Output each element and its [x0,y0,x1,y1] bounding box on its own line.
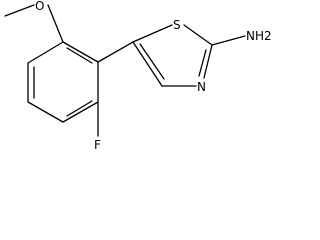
bond-o-ring [47,4,64,43]
bond-thiazole-c4-c5 [132,41,163,87]
bond-benzene-inner-2 [66,100,93,117]
bond-benzene-3 [27,101,64,123]
bond-benzene-thiazole [97,41,134,63]
bond-thiazole-s-c2 [183,24,213,46]
atom-amine: NH2 [246,29,272,43]
bond-benzene-inner-3 [66,47,93,64]
bond-thiazole-c2-n3-inner [198,49,207,77]
bond-benzene-1 [27,41,64,64]
bond-thiazole-c4-c5-inner [139,43,165,80]
atom-oxygen: O [35,0,44,13]
structure-canvas: O S NH2 N F [4,0,272,152]
bond-benzene-4 [62,101,99,123]
bond-benzene-6 [62,41,99,63]
atom-sulfur: S [173,18,181,32]
atom-nitrogen: N [197,80,206,94]
bond-c2-amine [211,35,246,46]
bond-thiazole-c2-n3 [203,44,213,79]
bond-thiazole-c5-s [132,24,173,43]
bond-methyl-o [4,4,35,17]
atom-fluorine: F [94,138,101,152]
molecule-diagram: O S NH2 N F [4,0,272,152]
